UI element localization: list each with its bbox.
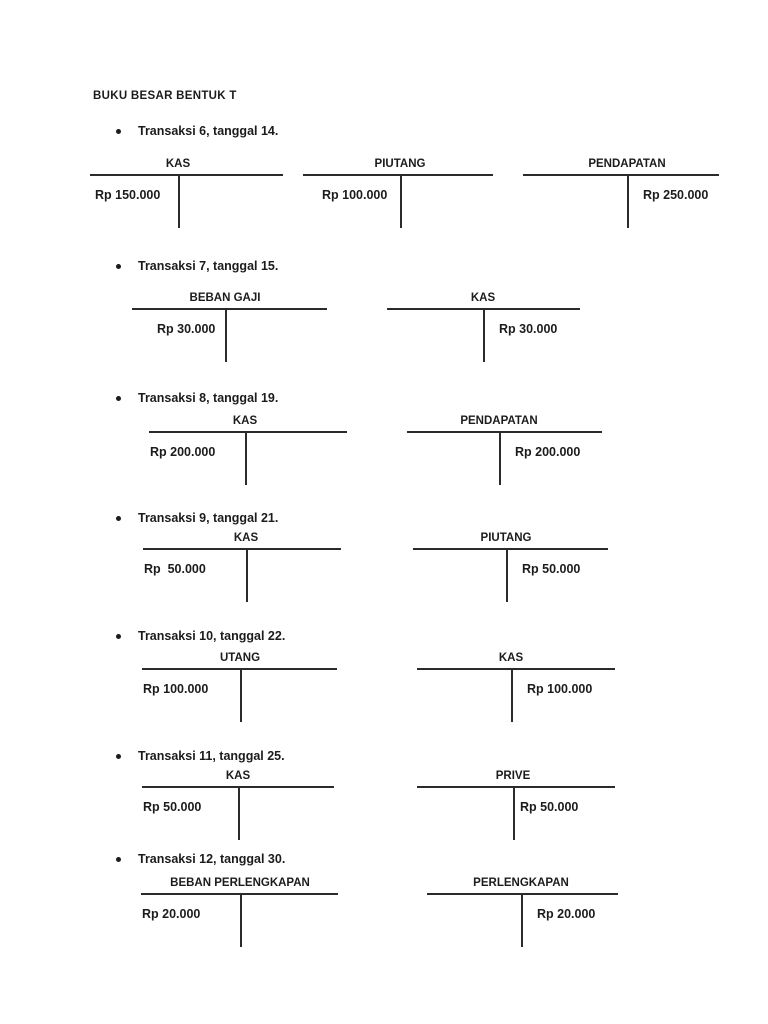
credit-amount: Rp 20.000 [537,907,596,921]
t-account-top-rule [417,786,615,788]
t-account-top-rule [303,174,493,176]
page-title: BUKU BESAR BENTUK T [93,90,237,102]
transaction-6-heading: Transaksi 6, tanggal 14. [116,124,278,138]
t-account-divider [506,549,508,602]
t-account-kas: KAS Rp 150.000 [90,158,283,234]
t-account-utang: UTANG Rp 100.000 [142,652,337,728]
debit-amount: Rp 50.000 [144,562,206,576]
t-account-top-rule [413,548,608,550]
transaction-label: Transaksi 8, tanggal 19. [138,391,279,405]
account-name: UTANG [219,652,261,664]
account-name: BEBAN PERLENGKAPAN [170,877,310,889]
t-account-top-rule [523,174,719,176]
t-account-kas: KAS Rp 50.000 [142,770,334,846]
account-name: KAS [233,532,259,544]
bullet-icon [116,264,121,269]
t-account-top-rule [407,431,602,433]
debit-amount: Rp 50.000 [143,800,202,814]
bullet-icon [116,754,121,759]
bullet-icon [116,129,121,134]
credit-amount: Rp 100.000 [527,682,593,696]
t-account-kas: KAS Rp 200.000 [149,415,347,491]
debit-amount: Rp 100.000 [322,188,388,202]
t-account-kas: KAS Rp 100.000 [417,652,615,728]
account-name: KAS [225,770,251,782]
t-account-divider [400,175,402,228]
t-account-divider [483,309,485,362]
transaction-label: Transaksi 7, tanggal 15. [138,259,279,273]
account-name: KAS [165,158,191,170]
transaction-8-heading: Transaksi 8, tanggal 19. [116,391,278,405]
transaction-12-heading: Transaksi 12, tanggal 30. [116,852,285,866]
transaction-label: Transaksi 6, tanggal 14. [138,124,279,138]
t-account-divider [499,432,501,485]
t-account-prive: PRIVE Rp 50.000 [417,770,615,846]
debit-amount: Rp 150.000 [95,188,161,202]
t-account-divider [240,669,242,722]
t-account-top-rule [417,668,615,670]
t-account-kas: KAS Rp 30.000 [387,292,580,368]
t-account-top-rule [132,308,327,310]
t-account-top-rule [149,431,347,433]
t-account-divider [240,894,242,947]
account-name: PRIVE [495,770,531,782]
account-name: BEBAN GAJI [189,292,261,304]
account-name: PIUTANG [374,158,426,170]
credit-amount: Rp 50.000 [522,562,581,576]
t-account-pendapatan: PENDAPATAN Rp 250.000 [523,158,719,234]
bullet-icon [116,634,121,639]
credit-amount: Rp 50.000 [520,800,579,814]
t-account-top-rule [141,893,338,895]
credit-amount: Rp 30.000 [499,322,558,336]
t-account-piutang: PIUTANG Rp 100.000 [303,158,493,234]
bullet-icon [116,396,121,401]
t-account-divider [513,787,515,840]
t-account-divider [246,549,248,602]
transaction-11-heading: Transaksi 11, tanggal 25. [116,749,285,763]
transaction-label: Transaksi 11, tanggal 25. [138,749,285,763]
t-account-top-rule [142,668,337,670]
debit-amount: Rp 200.000 [150,445,216,459]
t-account-divider [225,309,227,362]
t-account-pendapatan: PENDAPATAN Rp 200.000 [407,415,602,491]
transaction-label: Transaksi 9, tanggal 21. [138,511,279,525]
transaction-9-heading: Transaksi 9, tanggal 21. [116,511,278,525]
t-account-perlengkapan: PERLENGKAPAN Rp 20.000 [427,877,618,953]
credit-amount: Rp 250.000 [643,188,709,202]
debit-amount: Rp 30.000 [157,322,216,336]
t-account-divider [521,894,523,947]
debit-amount: Rp 100.000 [143,682,209,696]
t-account-divider [511,669,513,722]
t-account-divider [627,175,629,228]
t-account-piutang: PIUTANG Rp 50.000 [413,532,608,608]
t-account-divider [245,432,247,485]
account-name: PENDAPATAN [460,415,538,427]
t-account-beban-gaji: BEBAN GAJI Rp 30.000 [132,292,327,368]
bullet-icon [116,516,121,521]
transaction-7-heading: Transaksi 7, tanggal 15. [116,259,278,273]
account-name: PENDAPATAN [588,158,666,170]
bullet-icon [116,857,121,862]
account-name: PERLENGKAPAN [473,877,569,889]
t-account-divider [238,787,240,840]
account-name: KAS [232,415,258,427]
t-account-top-rule [143,548,341,550]
t-account-top-rule [90,174,283,176]
account-name: KAS [498,652,524,664]
transaction-label: Transaksi 10, tanggal 22. [138,629,286,643]
account-name: PIUTANG [480,532,532,544]
transaction-10-heading: Transaksi 10, tanggal 22. [116,629,285,643]
account-name: KAS [470,292,496,304]
debit-amount: Rp 20.000 [142,907,201,921]
t-account-divider [178,175,180,228]
t-account-beban-perlengkapan: BEBAN PERLENGKAPAN Rp 20.000 [141,877,338,953]
transaction-label: Transaksi 12, tanggal 30. [138,852,286,866]
t-account-kas: KAS Rp 50.000 [143,532,341,608]
credit-amount: Rp 200.000 [515,445,581,459]
